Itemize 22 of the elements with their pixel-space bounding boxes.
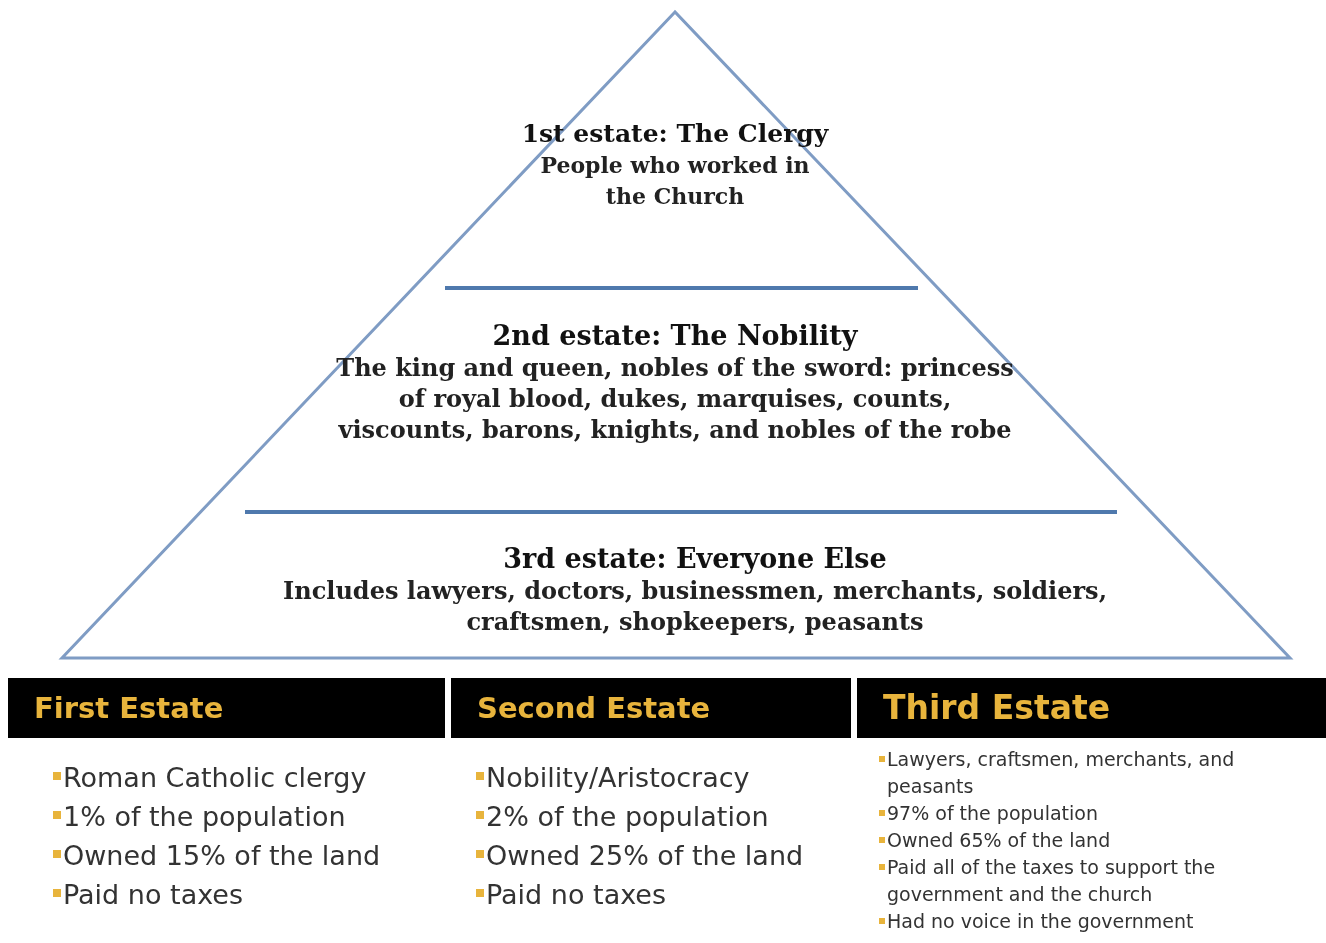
bullet-item: 97% of the population	[879, 800, 1318, 827]
bullet-item: Owned 15% of the land	[53, 836, 437, 875]
bullet-item: Paid no taxes	[53, 875, 437, 914]
column-header: Third Estate	[857, 678, 1326, 738]
band-text: People who worked in the Church	[539, 151, 811, 211]
band-text: The king and queen, nobles of the sword: princess of royal blood, dukes, marquises, counts, viscounts, barons, knights, and nobles of the robe	[335, 352, 1015, 445]
bullet-item: Owned 65% of the land	[879, 827, 1318, 854]
column-header: Second Estate	[451, 678, 851, 738]
band-text: Includes lawyers, doctors, businessmen, merchants, soldiers, craftsmen, shopkeepers, peasants	[282, 575, 1108, 637]
bullet-item: 1% of the population	[53, 797, 437, 836]
column-header: First Estate	[8, 678, 445, 738]
band-heading: 1st estate: The Clergy	[520, 118, 830, 150]
bullet-item: Paid all of the taxes to support the government and the church	[879, 854, 1318, 908]
band-heading: 3rd estate: Everyone Else	[502, 543, 888, 575]
bullet-item: Owned 25% of the land	[476, 836, 843, 875]
bullet-item: 2% of the population	[476, 797, 843, 836]
bullet-item: Had no voice in the government	[879, 908, 1318, 935]
bullet-item: Paid no taxes	[476, 875, 843, 914]
band-heading: 2nd estate: The Nobility	[491, 320, 859, 352]
bullet-item: Roman Catholic clergy	[53, 758, 437, 797]
bullet-item: Nobility/Aristocracy	[476, 758, 843, 797]
bullet-item: Lawyers, craftsmen, merchants, and peasants	[879, 746, 1318, 800]
